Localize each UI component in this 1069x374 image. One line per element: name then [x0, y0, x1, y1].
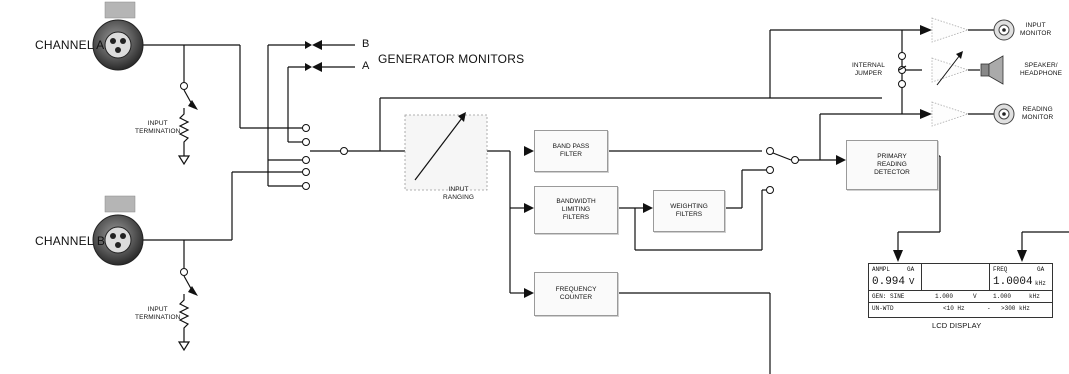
- generator-a-label: A: [362, 60, 370, 72]
- input-monitor-jack-icon: [993, 19, 1015, 41]
- band-pass-filter-block: BAND PASS FILTER: [534, 130, 608, 172]
- lcd-display: ANMPL GA 0.994 V FREQ GA 1.0004 kHz GEN:…: [868, 263, 1053, 318]
- lcd-right-channel: GA: [1037, 266, 1045, 273]
- monitor-amplifiers: [931, 17, 970, 127]
- lcd-right-value: 1.0004: [993, 276, 1033, 288]
- weighting-filters-label: WEIGHTING FILTERS: [670, 203, 708, 218]
- reading-monitor-label: READING MONITOR: [1022, 106, 1054, 121]
- lcd-generator-amplitude: 1.000: [935, 293, 954, 300]
- reading-monitor-jack-icon: [993, 103, 1015, 125]
- input-monitor-label: INPUT MONITOR: [1020, 22, 1052, 37]
- primary-reading-detector-label: PRIMARY READING DETECTOR: [874, 153, 910, 176]
- lcd-filter-dash: -: [987, 305, 991, 312]
- lcd-right-unit: kHz: [1035, 280, 1046, 287]
- channel-a-label: CHANNEL A: [35, 38, 105, 52]
- lcd-left-value: 0.994: [872, 276, 906, 288]
- bandwidth-limiting-filters-label: BANDWIDTH LIMITING FILTERS: [556, 198, 596, 221]
- lcd-display-label: LCD DISPLAY: [932, 321, 982, 330]
- band-pass-filter-label: BAND PASS FILTER: [552, 143, 590, 158]
- frequency-counter-block: FREQUENCY COUNTER: [534, 272, 618, 316]
- bandwidth-limiting-filters-block: BANDWIDTH LIMITING FILTERS: [534, 186, 618, 234]
- lcd-left-channel: GA: [907, 266, 915, 273]
- input-termination-a-label: INPUT TERMINATION: [135, 120, 181, 135]
- lcd-generator-frequency: 1.000: [993, 293, 1012, 300]
- frequency-counter-label: FREQUENCY COUNTER: [555, 286, 597, 301]
- lcd-left-unit: V: [909, 277, 915, 287]
- channel-b-label: CHANNEL B: [35, 234, 106, 248]
- weighting-filters-block: WEIGHTING FILTERS: [653, 190, 725, 232]
- xlr-connector-a-icon: [92, 1, 144, 71]
- speaker-icon: [980, 55, 1004, 85]
- generator-monitors-label: GENERATOR MONITORS: [378, 52, 525, 66]
- lcd-generator-frequency-unit: kHz: [1029, 293, 1040, 300]
- lcd-filter-low: <10 Hz: [943, 305, 965, 312]
- lcd-right-label: FREQ: [993, 266, 1008, 273]
- lcd-filter-mode: UN-WTD: [872, 305, 894, 312]
- input-termination-b-label: INPUT TERMINATION: [135, 306, 181, 321]
- xlr-connector-b-icon: [92, 195, 144, 266]
- lcd-filter-high: >300 kHz: [1001, 305, 1030, 312]
- lcd-left-label: ANMPL: [872, 266, 891, 273]
- internal-jumper-label: INTERNAL JUMPER: [852, 62, 885, 77]
- primary-reading-detector-block: PRIMARY READING DETECTOR: [846, 140, 938, 190]
- lcd-generator-mode: GEN: SINE: [872, 293, 905, 300]
- speaker-headphone-label: SPEAKER/ HEADPHONE: [1020, 62, 1063, 77]
- generator-b-label: B: [362, 38, 370, 50]
- input-ranging-label: INPUT RANGING: [443, 186, 475, 201]
- lcd-generator-amplitude-unit: V: [973, 293, 977, 300]
